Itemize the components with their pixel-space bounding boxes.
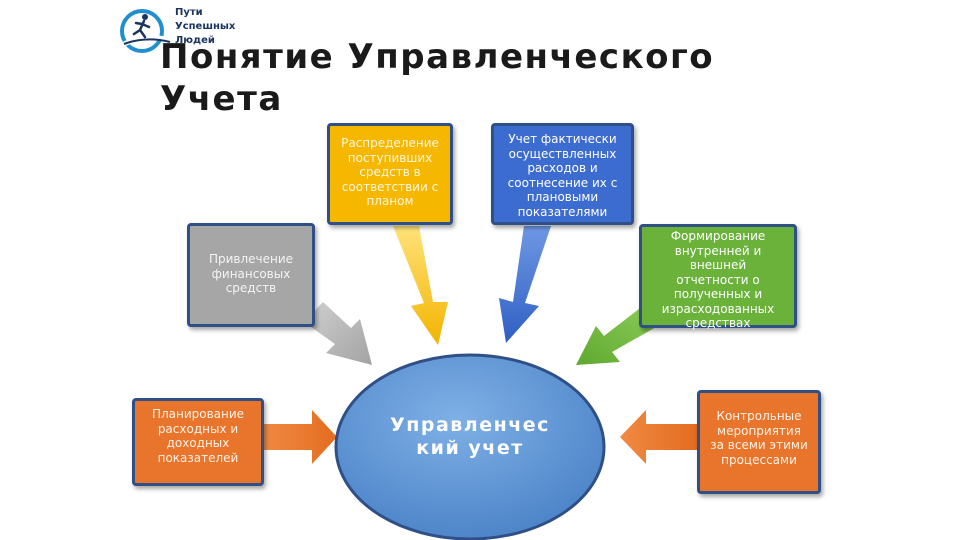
node-text: Планирование (151, 407, 245, 421)
node-text: соответствии с (341, 179, 439, 194)
logo-line: Пути (175, 7, 203, 18)
node-distribute-funds: Распределение поступивших средств в соот… (327, 123, 453, 225)
node-text: финансовых (211, 266, 291, 281)
node-text: внутренней и (674, 243, 762, 258)
node-text: осуществленных (508, 146, 617, 161)
node-actual-expenses: Учет фактически осуществленных расходов … (491, 123, 634, 225)
logo-line: Успешных (175, 21, 236, 32)
node-text: полученных и (673, 287, 763, 301)
node-text: показателей (157, 450, 239, 465)
node-text: средств (225, 281, 277, 295)
node-text: поступивших (347, 150, 433, 165)
arrow-orange-right (620, 410, 697, 464)
node-text: мероприятия (717, 423, 801, 438)
node-text: доходных (166, 436, 230, 450)
node-text: отчетности о (676, 272, 760, 287)
arrow-gray (304, 302, 372, 365)
node-text: процессами (721, 452, 797, 467)
page-title-line-2: Учета (160, 79, 283, 119)
node-text: соотнесение их с (507, 175, 618, 190)
node-text: плановыми (526, 190, 599, 204)
node-text: Распределение (341, 136, 439, 150)
node-text: Формирование (670, 229, 766, 243)
node-text: Привлечение (208, 252, 294, 266)
logo: Пути Успешных Людей (118, 2, 238, 58)
center-label-line: Управленчес (390, 414, 550, 436)
page-title-line-1: Понятие Управленческого (160, 37, 715, 77)
node-raise-funds: Привлечение финансовых средств (187, 223, 315, 327)
page-title: Понятие Управленческого Учета (160, 36, 714, 120)
node-planning: Планирование расходных и доходных показа… (132, 398, 264, 486)
node-text: планом (366, 194, 414, 208)
node-text: Контрольные (716, 409, 802, 423)
logo-line: Людей (175, 35, 215, 46)
node-text: средств в (359, 165, 421, 179)
node-text: показателями (517, 204, 608, 219)
logo-text: Пути Успешных Людей (175, 6, 235, 48)
center-label-line: кий учет (416, 437, 524, 459)
node-text: расходных и (157, 421, 239, 436)
center-label: Управленчес кий учет (372, 414, 568, 460)
arrow-yellow (393, 226, 448, 345)
node-text: за всеми этими (710, 438, 808, 452)
node-control: Контрольные мероприятия за всеми этими п… (697, 390, 821, 494)
runner-globe-icon (120, 9, 171, 53)
node-text: средствах (685, 316, 751, 330)
node-text: Учет фактически (508, 132, 617, 146)
node-text: расходов и (527, 161, 598, 175)
arrow-orange-left (264, 410, 337, 464)
node-text: израсходованных (661, 301, 775, 316)
center-ellipse (334, 353, 606, 540)
node-text: внешней (689, 258, 747, 272)
node-reporting: Формирование внутренней и внешней отчетн… (639, 224, 797, 330)
arrow-blue (499, 226, 551, 343)
